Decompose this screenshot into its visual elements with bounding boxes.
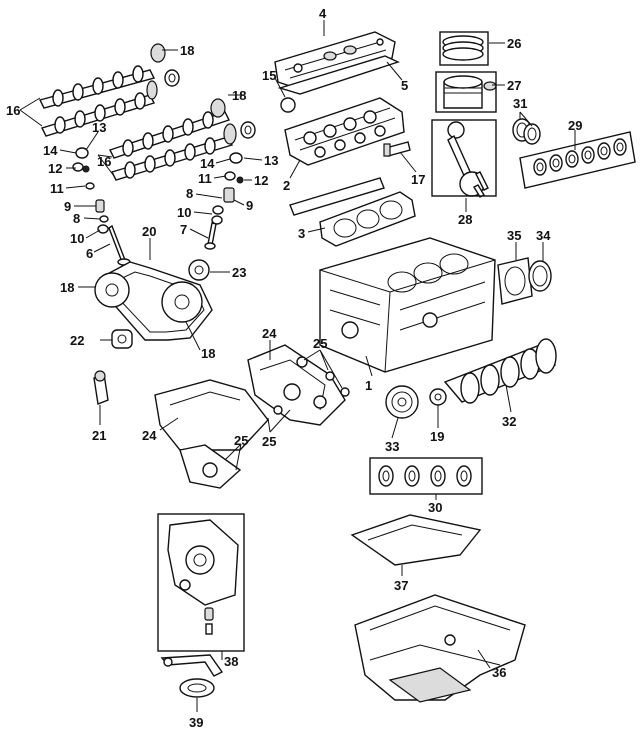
camshaft-upper-pair[interactable]	[38, 65, 158, 137]
callout-34: 34	[536, 228, 551, 243]
callout-12: 12	[48, 161, 62, 176]
box-26	[439, 31, 489, 66]
callout-28: 28	[458, 212, 472, 227]
callout-labels: 4 26 18 15 5 27 16 13 18 31 29 14 12 16 …	[6, 6, 582, 730]
callout-30: 30	[428, 500, 442, 515]
head-seal-15[interactable]	[280, 97, 296, 113]
timing-cover-upper[interactable]	[247, 344, 346, 426]
callout-17: 17	[411, 172, 425, 187]
oil-strainer[interactable]	[160, 654, 224, 698]
callout-23: 23	[232, 265, 246, 280]
piston[interactable]	[443, 75, 497, 109]
callout-6: 6	[86, 246, 93, 261]
camshaft-pulley-left[interactable]	[94, 272, 130, 308]
callout-29: 29	[568, 118, 582, 133]
callout-39: 39	[189, 715, 203, 730]
callout-25: 25	[262, 434, 276, 449]
callout-16: 16	[6, 103, 20, 118]
valve-train-right[interactable]	[204, 152, 244, 250]
callout-2: 2	[283, 178, 290, 193]
callout-4: 4	[319, 6, 327, 21]
callout-32: 32	[502, 414, 516, 429]
timing-cover-lower[interactable]	[154, 379, 269, 489]
callout-24: 24	[262, 326, 277, 341]
box-28	[431, 119, 497, 197]
box-38	[157, 513, 245, 652]
valve-train-left[interactable]	[72, 147, 131, 266]
callout-14: 14	[200, 156, 215, 171]
callout-25: 25	[313, 336, 327, 351]
callout-37: 37	[394, 578, 408, 593]
oil-pump[interactable]	[167, 519, 239, 635]
callout-18: 18	[232, 88, 246, 103]
callout-19: 19	[430, 429, 444, 444]
callout-12: 12	[254, 173, 268, 188]
callout-10: 10	[70, 231, 84, 246]
main-bearing-set[interactable]	[519, 131, 636, 189]
rear-main-seal[interactable]	[528, 260, 552, 292]
oil-pan[interactable]	[354, 594, 526, 703]
head-gasket[interactable]	[289, 177, 416, 247]
valve-cover[interactable]	[274, 31, 396, 89]
callout-38: 38	[224, 654, 238, 669]
callout-26: 26	[507, 36, 521, 51]
callout-35: 35	[507, 228, 521, 243]
callout-14: 14	[43, 143, 58, 158]
crankshaft[interactable]	[443, 338, 557, 404]
camshaft-pulley-right[interactable]	[161, 281, 203, 323]
box-27	[435, 71, 497, 113]
callout-21: 21	[92, 428, 106, 443]
callout-13: 13	[92, 120, 106, 135]
callout-11: 11	[50, 181, 64, 196]
engine-block[interactable]	[319, 237, 496, 373]
rear-seal-retainer[interactable]	[497, 257, 533, 305]
piston-ring-set[interactable]	[442, 35, 484, 61]
callout-1: 1	[365, 378, 372, 393]
callout-11: 11	[198, 171, 212, 186]
valve-cover-gasket[interactable]	[277, 55, 400, 95]
callout-20: 20	[142, 224, 156, 239]
idler-pulley[interactable]	[188, 259, 210, 281]
belt-tensioner[interactable]	[111, 329, 133, 349]
callout-13: 13	[264, 153, 278, 168]
callout-27: 27	[507, 78, 521, 93]
callout-18: 18	[180, 43, 194, 58]
sensor-17[interactable]	[383, 141, 411, 157]
rod-bearing-set[interactable]	[369, 457, 483, 495]
callout-22: 22	[70, 333, 84, 348]
camshaft-lower-pair[interactable]	[109, 111, 237, 181]
callout-18: 18	[60, 280, 74, 295]
thrust-washer[interactable]	[512, 118, 541, 145]
callout-15: 15	[262, 68, 276, 83]
callout-5: 5	[401, 78, 408, 93]
tensioner-damper[interactable]	[93, 370, 109, 405]
callout-10: 10	[177, 205, 191, 220]
callout-25: 25	[234, 433, 248, 448]
cam-seal-lower[interactable]	[210, 98, 256, 139]
oil-baffle-plate[interactable]	[350, 514, 482, 566]
callout-7: 7	[180, 222, 187, 237]
callout-16: 16	[97, 154, 111, 169]
callout-18: 18	[201, 346, 215, 361]
callout-8: 8	[186, 186, 193, 201]
cylinder-head[interactable]	[284, 97, 405, 166]
callout-8: 8	[73, 211, 80, 226]
crankshaft-pulley[interactable]	[385, 385, 419, 419]
callout-31: 31	[513, 96, 527, 111]
leader-lines	[19, 20, 576, 712]
connecting-rod[interactable]	[447, 121, 489, 198]
callout-33: 33	[385, 439, 399, 454]
callout-24: 24	[142, 428, 157, 443]
callout-9: 9	[246, 198, 253, 213]
crankshaft-gear[interactable]	[429, 388, 447, 406]
callout-36: 36	[492, 665, 506, 680]
callout-9: 9	[64, 199, 71, 214]
callout-3: 3	[298, 226, 305, 241]
cam-seal-upper[interactable]	[150, 43, 180, 87]
